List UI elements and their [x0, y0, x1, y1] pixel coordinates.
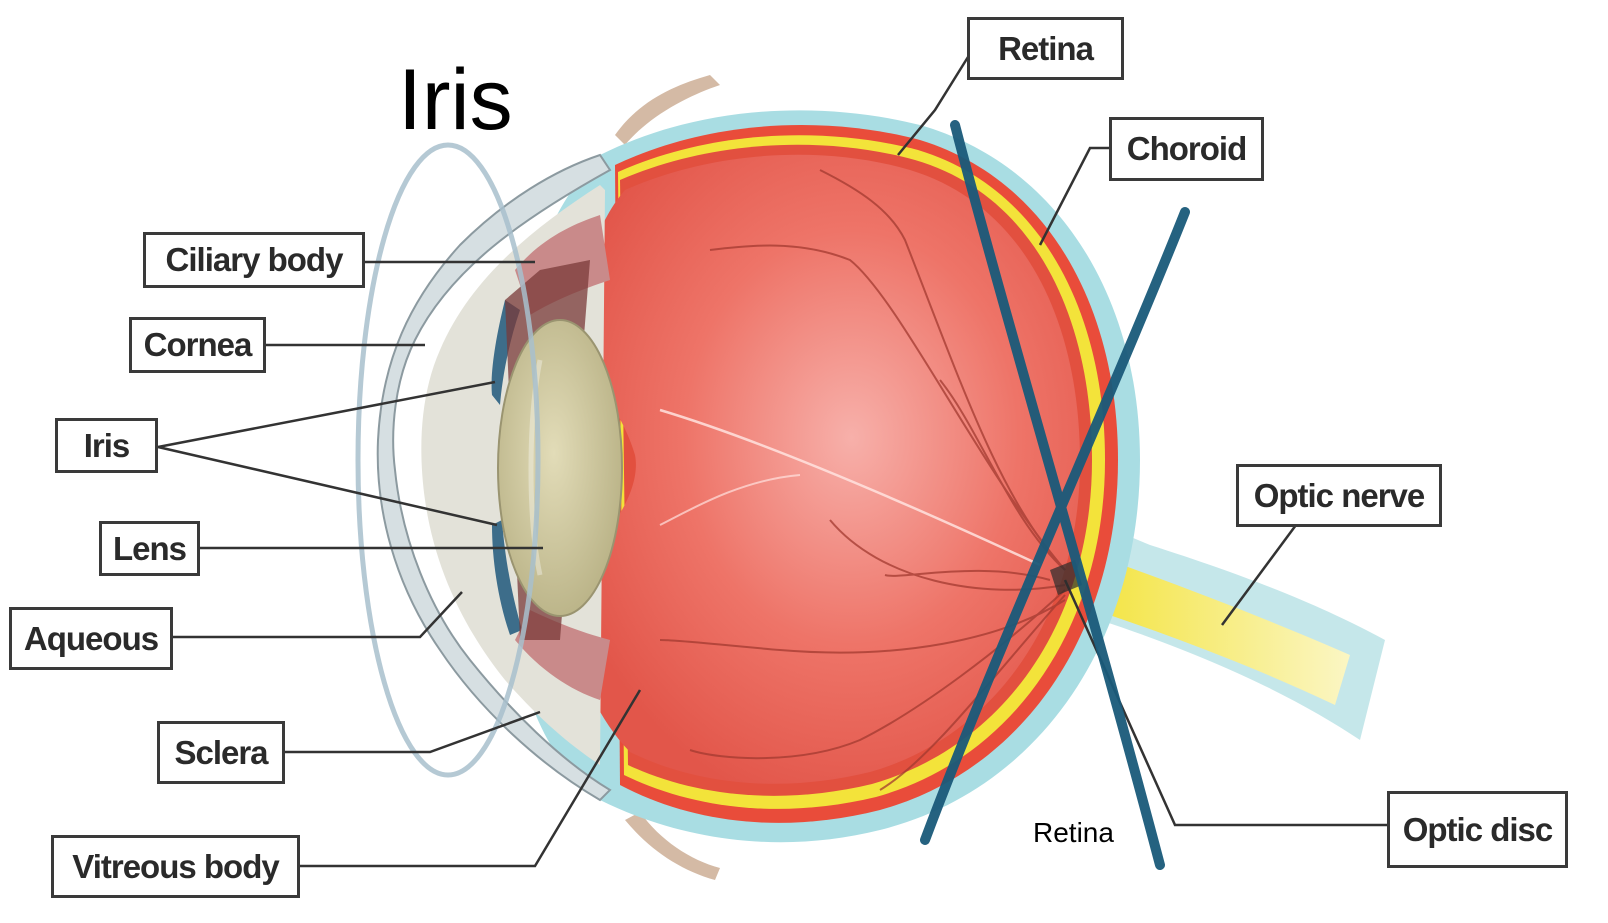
label-sclera: Sclera	[157, 721, 285, 784]
label-optic-nerve: Optic nerve	[1236, 464, 1442, 527]
label-retina: Retina	[967, 17, 1124, 80]
label-vitreous-body: Vitreous body	[51, 835, 300, 898]
retina-annotation-text: Retina	[1033, 816, 1114, 850]
label-lens: Lens	[99, 521, 200, 576]
label-choroid: Choroid	[1109, 117, 1264, 181]
lens	[498, 320, 622, 616]
label-ciliary-body: Ciliary body	[143, 232, 365, 288]
label-aqueous: Aqueous	[9, 607, 173, 670]
iris-annotation-text: Iris	[398, 52, 513, 148]
label-iris: Iris	[55, 418, 158, 473]
label-cornea: Cornea	[129, 317, 266, 373]
label-optic-disc: Optic disc	[1387, 791, 1568, 868]
